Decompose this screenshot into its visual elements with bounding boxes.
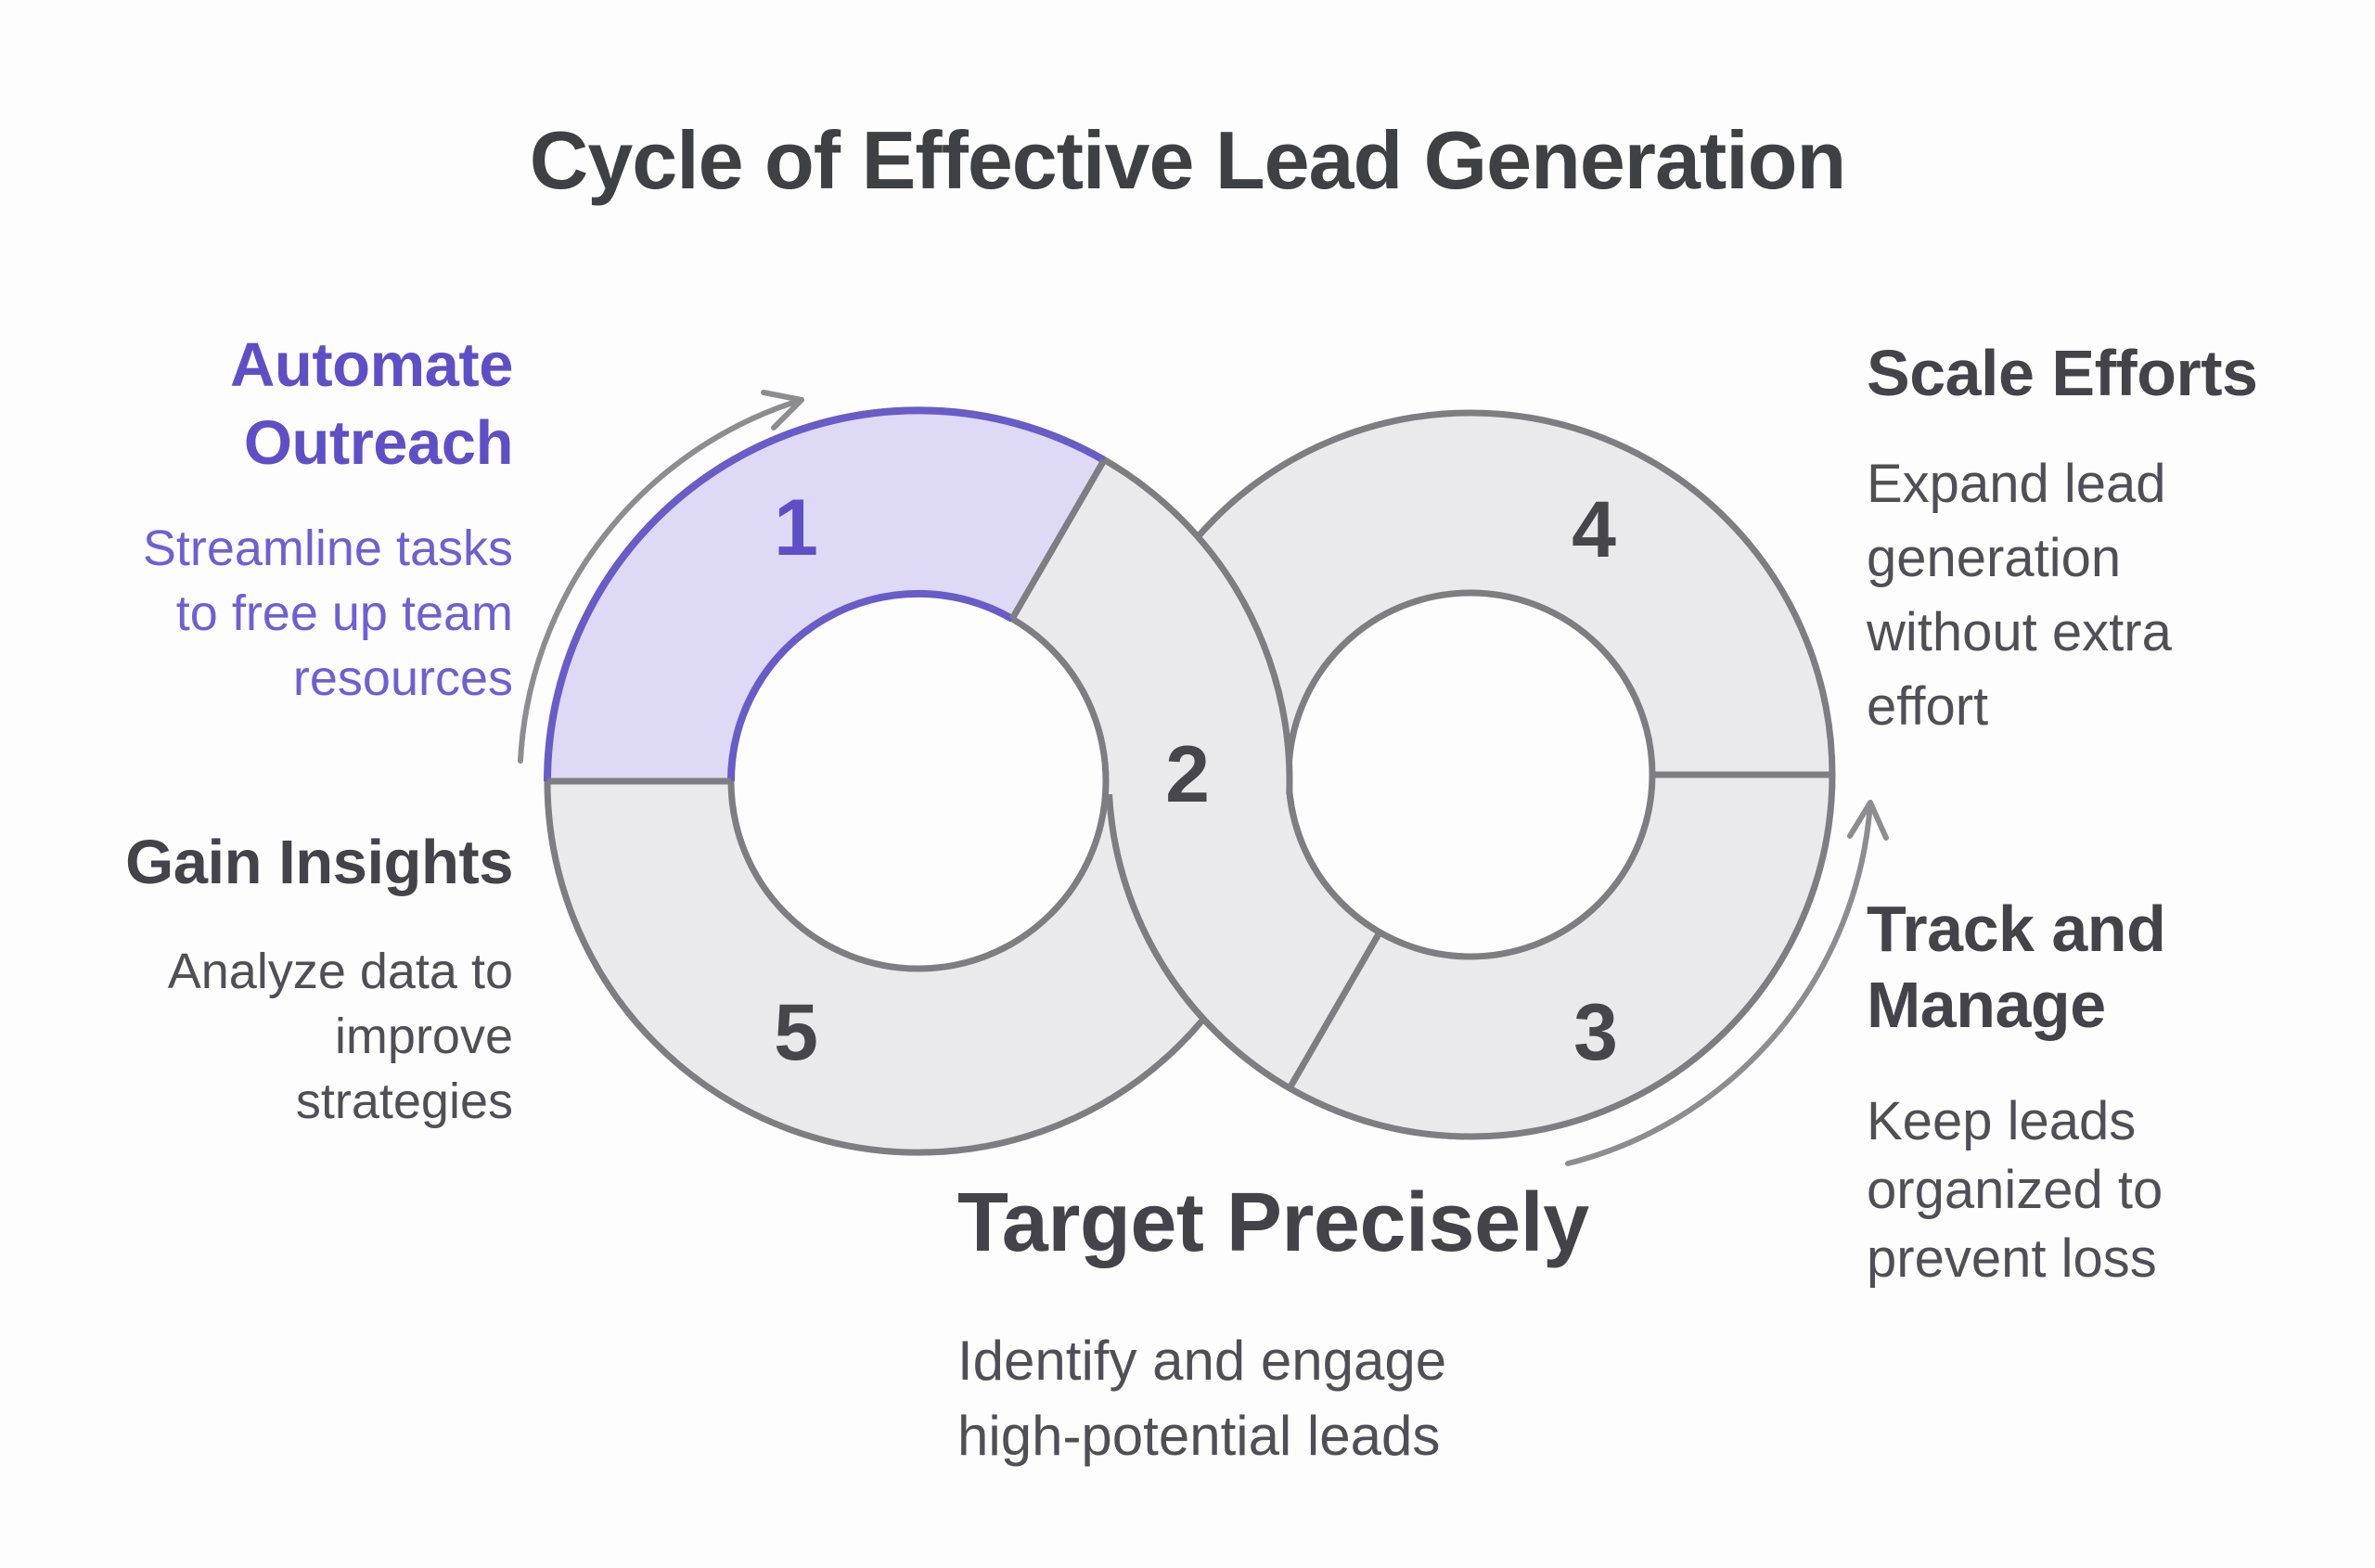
step-4-description-line-4: effort bbox=[1867, 676, 1989, 737]
step-3-description-line-1: Keep leads bbox=[1867, 1091, 2137, 1151]
step-2-label-block: Target Precisely Identify and engage hig… bbox=[957, 1176, 1792, 1473]
step-1-heading-line-2: Outreach bbox=[243, 408, 514, 478]
cycle-arrow-left bbox=[518, 390, 804, 764]
step-5-heading-line-1: Gain Insights bbox=[125, 828, 513, 897]
segment-1-inner-arc bbox=[727, 589, 1014, 782]
arrowhead-right-icon bbox=[1847, 800, 1889, 841]
step-1-heading: Automate Outreach bbox=[0, 327, 513, 482]
segment-number-3: 3 bbox=[1573, 988, 1618, 1077]
step-5-label-block: Gain Insights Analyze data to improve st… bbox=[0, 824, 513, 1134]
step-2-heading-line-1: Target Precisely bbox=[957, 1176, 1589, 1269]
step-3-description-line-3: prevent loss bbox=[1867, 1228, 2157, 1289]
step-4-description-line-1: Expand lead bbox=[1867, 454, 2166, 514]
step-2-description: Identify and engage high-potential leads bbox=[957, 1323, 1792, 1473]
step-5-heading: Gain Insights bbox=[0, 824, 513, 902]
step-1-description: Streamline tasks to free up team resourc… bbox=[0, 516, 513, 711]
step-4-description-line-3: without extra bbox=[1867, 602, 2172, 662]
step-2-heading: Target Precisely bbox=[957, 1176, 1792, 1269]
step-1-description-line-1: Streamline tasks bbox=[142, 521, 513, 576]
segment-number-4: 4 bbox=[1572, 485, 1616, 574]
segment-number-1: 1 bbox=[774, 483, 818, 572]
step-1-description-line-3: resources bbox=[292, 650, 513, 706]
step-4-heading: Scale Efforts bbox=[1867, 334, 2368, 412]
step-5-description-line-1: Analyze data to bbox=[167, 944, 513, 999]
right-ring-front-portion bbox=[1106, 794, 1464, 1140]
step-5-description: Analyze data to improve strategies bbox=[0, 939, 513, 1134]
step-3-heading: Track and Manage bbox=[1867, 891, 2368, 1043]
segment-1-outer-arc bbox=[544, 406, 1106, 782]
step-3-description-line-2: organized to bbox=[1867, 1160, 2163, 1220]
step-3-label-block: Track and Manage Keep leads organized to… bbox=[1867, 891, 2368, 1293]
step-4-description-line-2: generation bbox=[1867, 528, 2122, 588]
bottom-crossing-overlay bbox=[1106, 794, 1464, 1140]
divider-2-3-front bbox=[1286, 931, 1383, 1090]
cycle-arrow-right bbox=[1565, 800, 1889, 1166]
step-3-description: Keep leads organized to prevent loss bbox=[1867, 1087, 2368, 1293]
step-2-description-line-1: Identify and engage bbox=[957, 1330, 1447, 1392]
step-1-heading-line-1: Automate bbox=[230, 330, 513, 400]
step-5-description-line-3: strategies bbox=[295, 1073, 513, 1129]
step-5-description-line-2: improve bbox=[334, 1009, 513, 1064]
divider-1-2 bbox=[1008, 458, 1108, 621]
arrowhead-left-icon bbox=[761, 390, 804, 431]
segment-1-highlight bbox=[547, 410, 1104, 781]
step-4-description: Expand lead generation without extra eff… bbox=[1867, 447, 2368, 744]
step-1-label-block: Automate Outreach Streamline tasks to fr… bbox=[0, 327, 514, 711]
step-3-heading-line-1: Track and bbox=[1867, 893, 2166, 965]
step-4-label-block: Scale Efforts Expand lead generation wit… bbox=[1867, 334, 2368, 744]
step-4-heading-line-1: Scale Efforts bbox=[1867, 337, 2258, 409]
segment-number-5: 5 bbox=[774, 988, 818, 1077]
step-1-description-line-2: to free up team bbox=[175, 585, 513, 641]
step-3-heading-line-2: Manage bbox=[1867, 969, 2106, 1041]
page-title: Cycle of Effective Lead Generation bbox=[529, 114, 1846, 206]
step-2-description-line-2: high-potential leads bbox=[957, 1405, 1441, 1467]
segment-number-2: 2 bbox=[1165, 730, 1210, 819]
